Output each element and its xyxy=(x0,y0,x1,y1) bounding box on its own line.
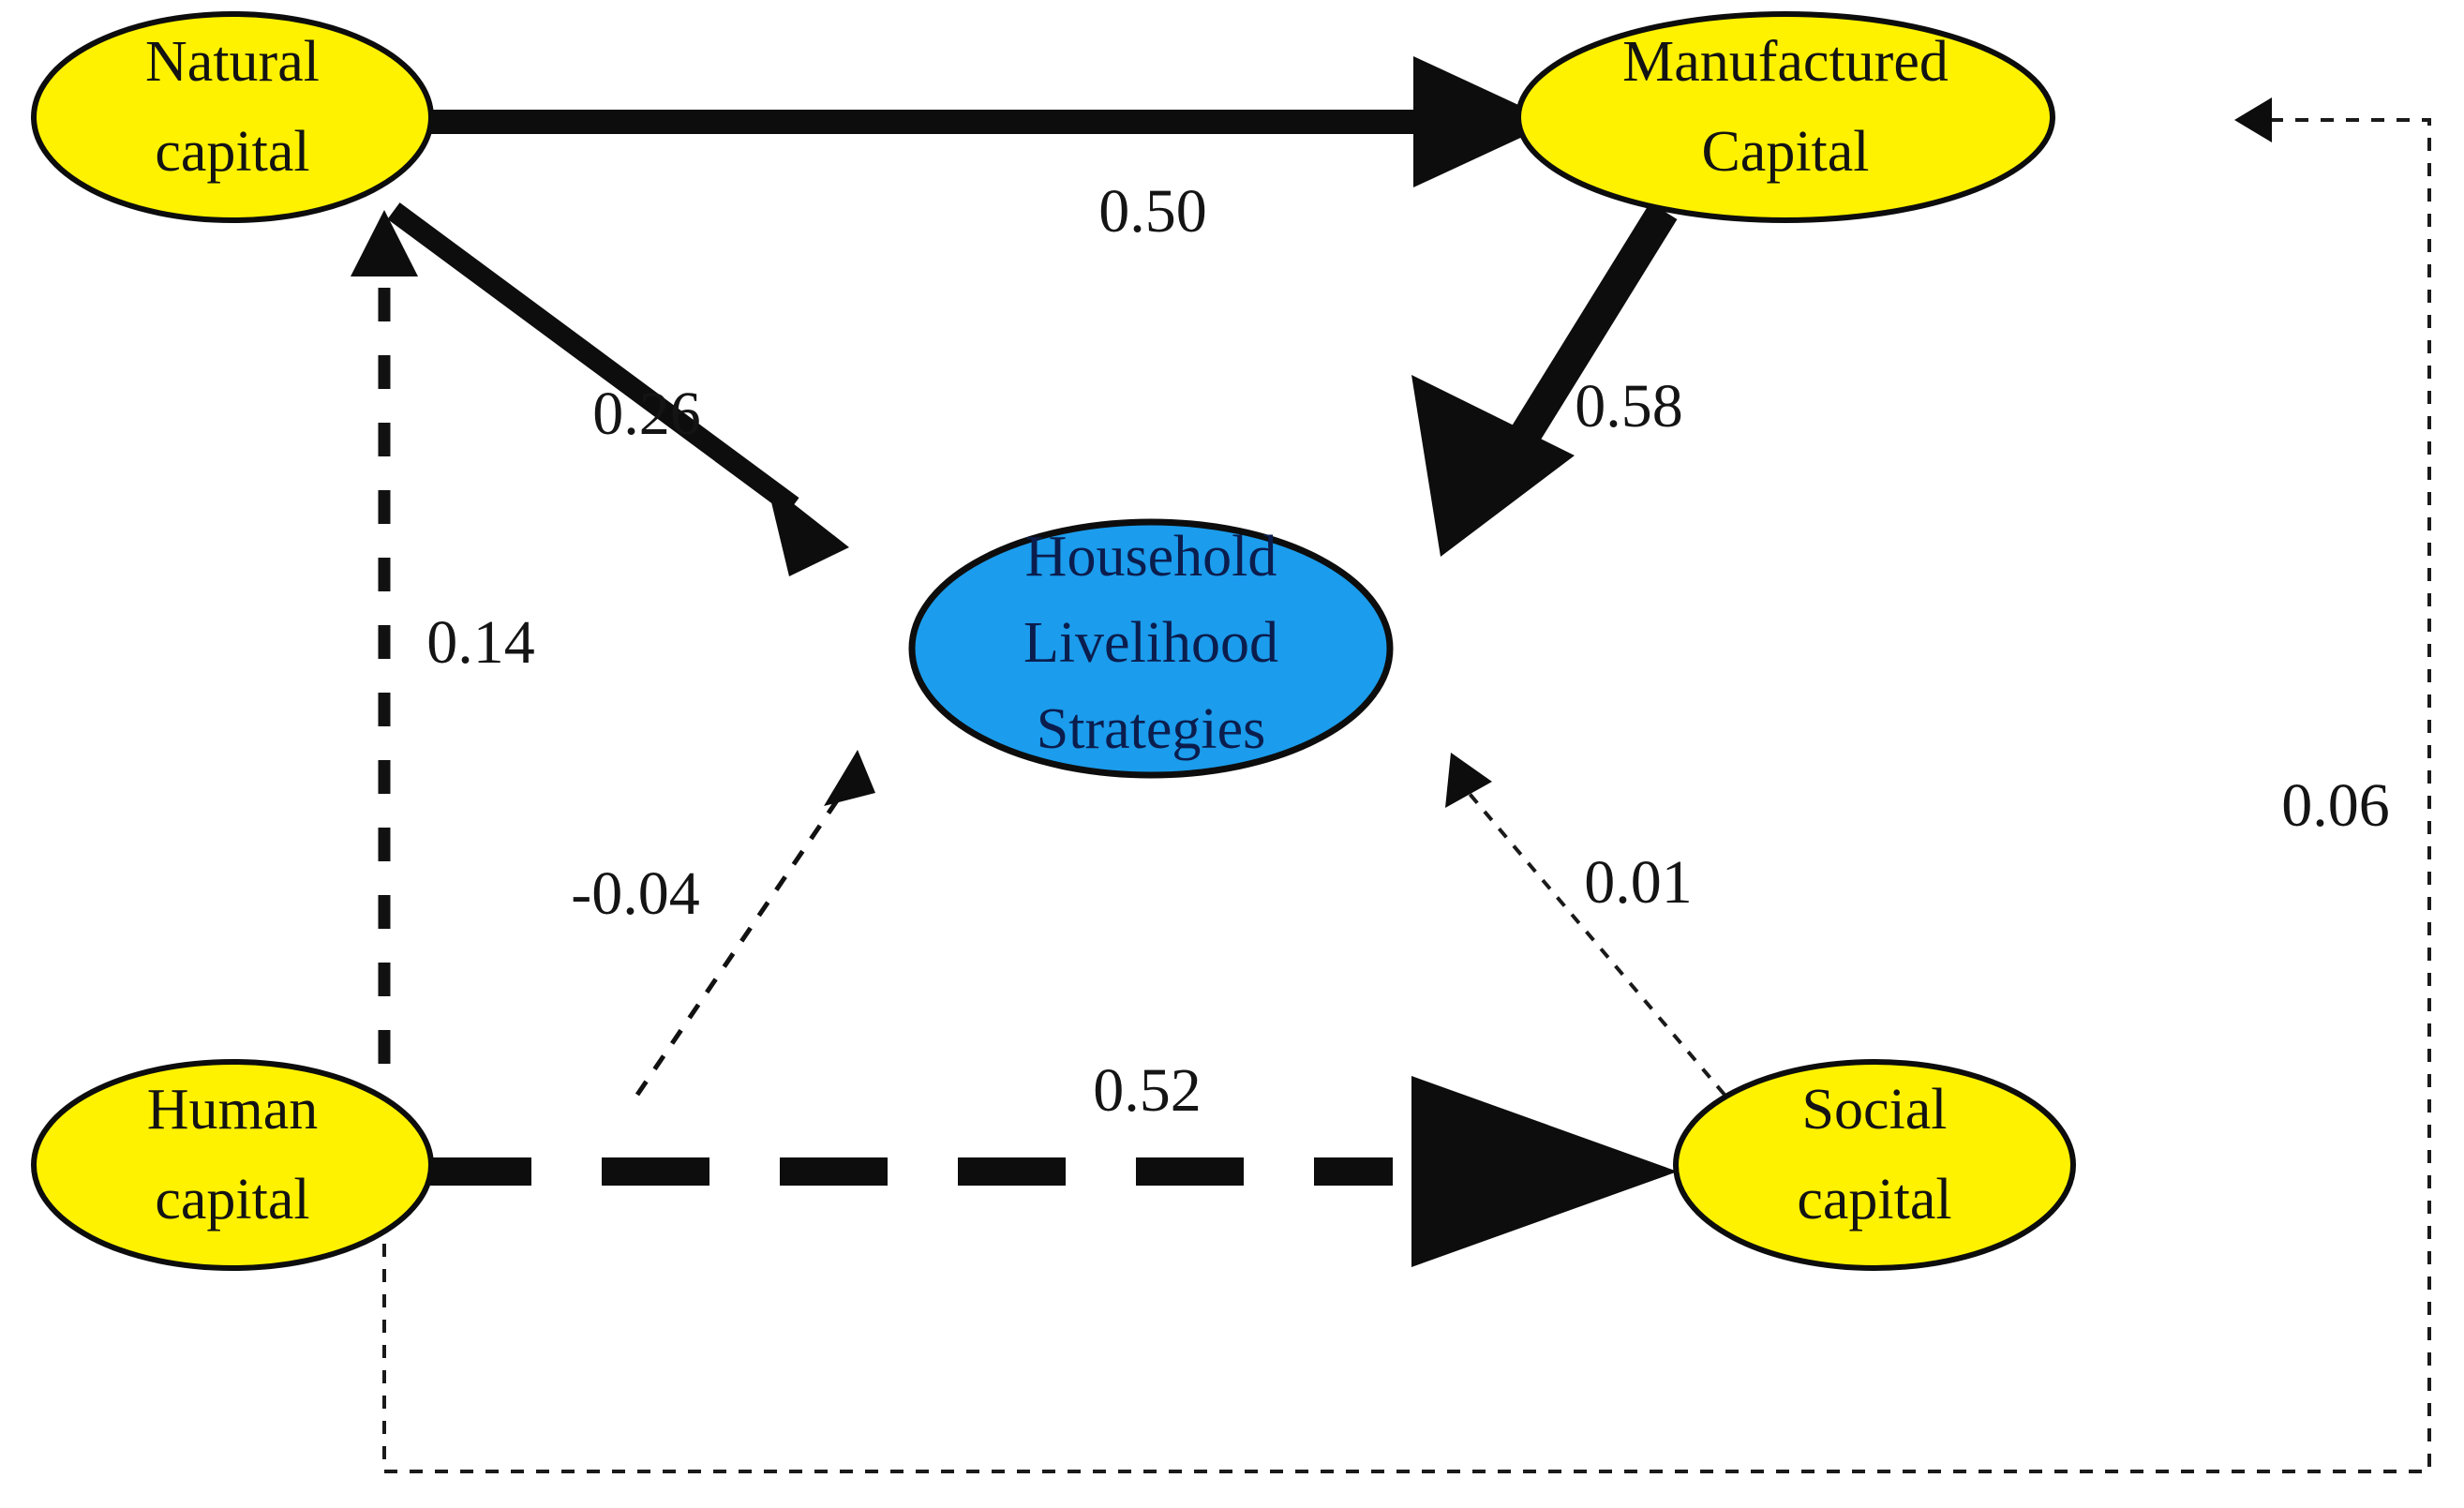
edge-label-natural-household: 0.26 xyxy=(592,380,701,448)
manufactured-capital-label-line2: Capital xyxy=(1701,120,1869,184)
edge-label-human-manufactured: 0.06 xyxy=(2281,771,2390,840)
edge-label-natural-manufactured: 0.50 xyxy=(1098,177,1207,246)
edge-natural-to-manufactured[interactable] xyxy=(422,56,1555,187)
edge-social-to-household-line xyxy=(1462,785,1726,1097)
node-natural-capital[interactable]: Natural capital xyxy=(31,11,434,223)
arrowhead-into-natural-capital xyxy=(351,210,418,276)
manufactured-capital-ellipse xyxy=(1516,11,2055,223)
natural-capital-label-line2: capital xyxy=(155,120,309,184)
edge-social-to-household[interactable] xyxy=(1445,753,1726,1097)
edge-natural-to-household[interactable] xyxy=(387,202,849,576)
node-social-capital[interactable]: Social capital xyxy=(1673,1059,2076,1271)
edge-manufactured-to-household[interactable] xyxy=(1411,202,1678,557)
human-capital-label-line1: Human xyxy=(147,1078,319,1142)
household-label-line1: Household xyxy=(1025,525,1277,589)
arrowhead-into-social-capital xyxy=(1411,1076,1678,1267)
household-label-line3: Strategies xyxy=(1037,697,1266,761)
edge-label-human-natural: 0.14 xyxy=(426,608,535,677)
human-capital-label-line2: capital xyxy=(155,1168,309,1232)
edge-natural-to-household-line xyxy=(387,202,799,515)
arrowhead-into-manufactured-capital-main xyxy=(1413,56,1555,187)
edge-label-manufactured-household: 0.58 xyxy=(1575,372,1683,440)
edge-label-human-household: -0.04 xyxy=(571,859,699,928)
social-capital-ellipse xyxy=(1673,1059,2076,1271)
edge-manufactured-to-household-line xyxy=(1493,202,1678,472)
arrowhead-into-household-from-natural xyxy=(767,483,849,576)
household-label-line2: Livelihood xyxy=(1023,611,1278,675)
edge-human-to-household-line xyxy=(635,784,850,1097)
arrowhead-into-household-from-social xyxy=(1445,753,1492,808)
arrowhead-into-household-from-human xyxy=(824,750,875,806)
social-capital-label-line2: capital xyxy=(1797,1168,1951,1232)
natural-capital-ellipse xyxy=(31,11,434,223)
arrowhead-into-household-from-manufactured xyxy=(1411,375,1575,557)
edge-human-to-manufactured-line xyxy=(382,118,2431,1473)
node-manufactured-capital[interactable]: Manufactured Capital xyxy=(1516,11,2055,223)
arrowhead-into-manufactured-capital xyxy=(2234,97,2272,142)
manufactured-capital-label-line1: Manufactured xyxy=(1622,30,1949,94)
edge-human-to-social[interactable] xyxy=(424,1076,1678,1267)
edge-label-human-social: 0.52 xyxy=(1093,1056,1202,1125)
human-capital-ellipse xyxy=(31,1059,434,1271)
household-livelihood-strategies-ellipse xyxy=(908,518,1394,779)
node-household-livelihood-strategies[interactable]: Household Livelihood Strategies xyxy=(908,518,1394,779)
edge-label-social-household: 0.01 xyxy=(1584,848,1693,917)
edge-human-to-manufactured[interactable] xyxy=(382,97,2431,1473)
social-capital-label-line1: Social xyxy=(1802,1078,1948,1142)
edge-human-to-household[interactable] xyxy=(635,750,875,1097)
natural-capital-label-line1: Natural xyxy=(145,30,320,94)
edge-human-to-natural[interactable] xyxy=(351,210,418,1064)
node-human-capital[interactable]: Human capital xyxy=(31,1059,434,1271)
